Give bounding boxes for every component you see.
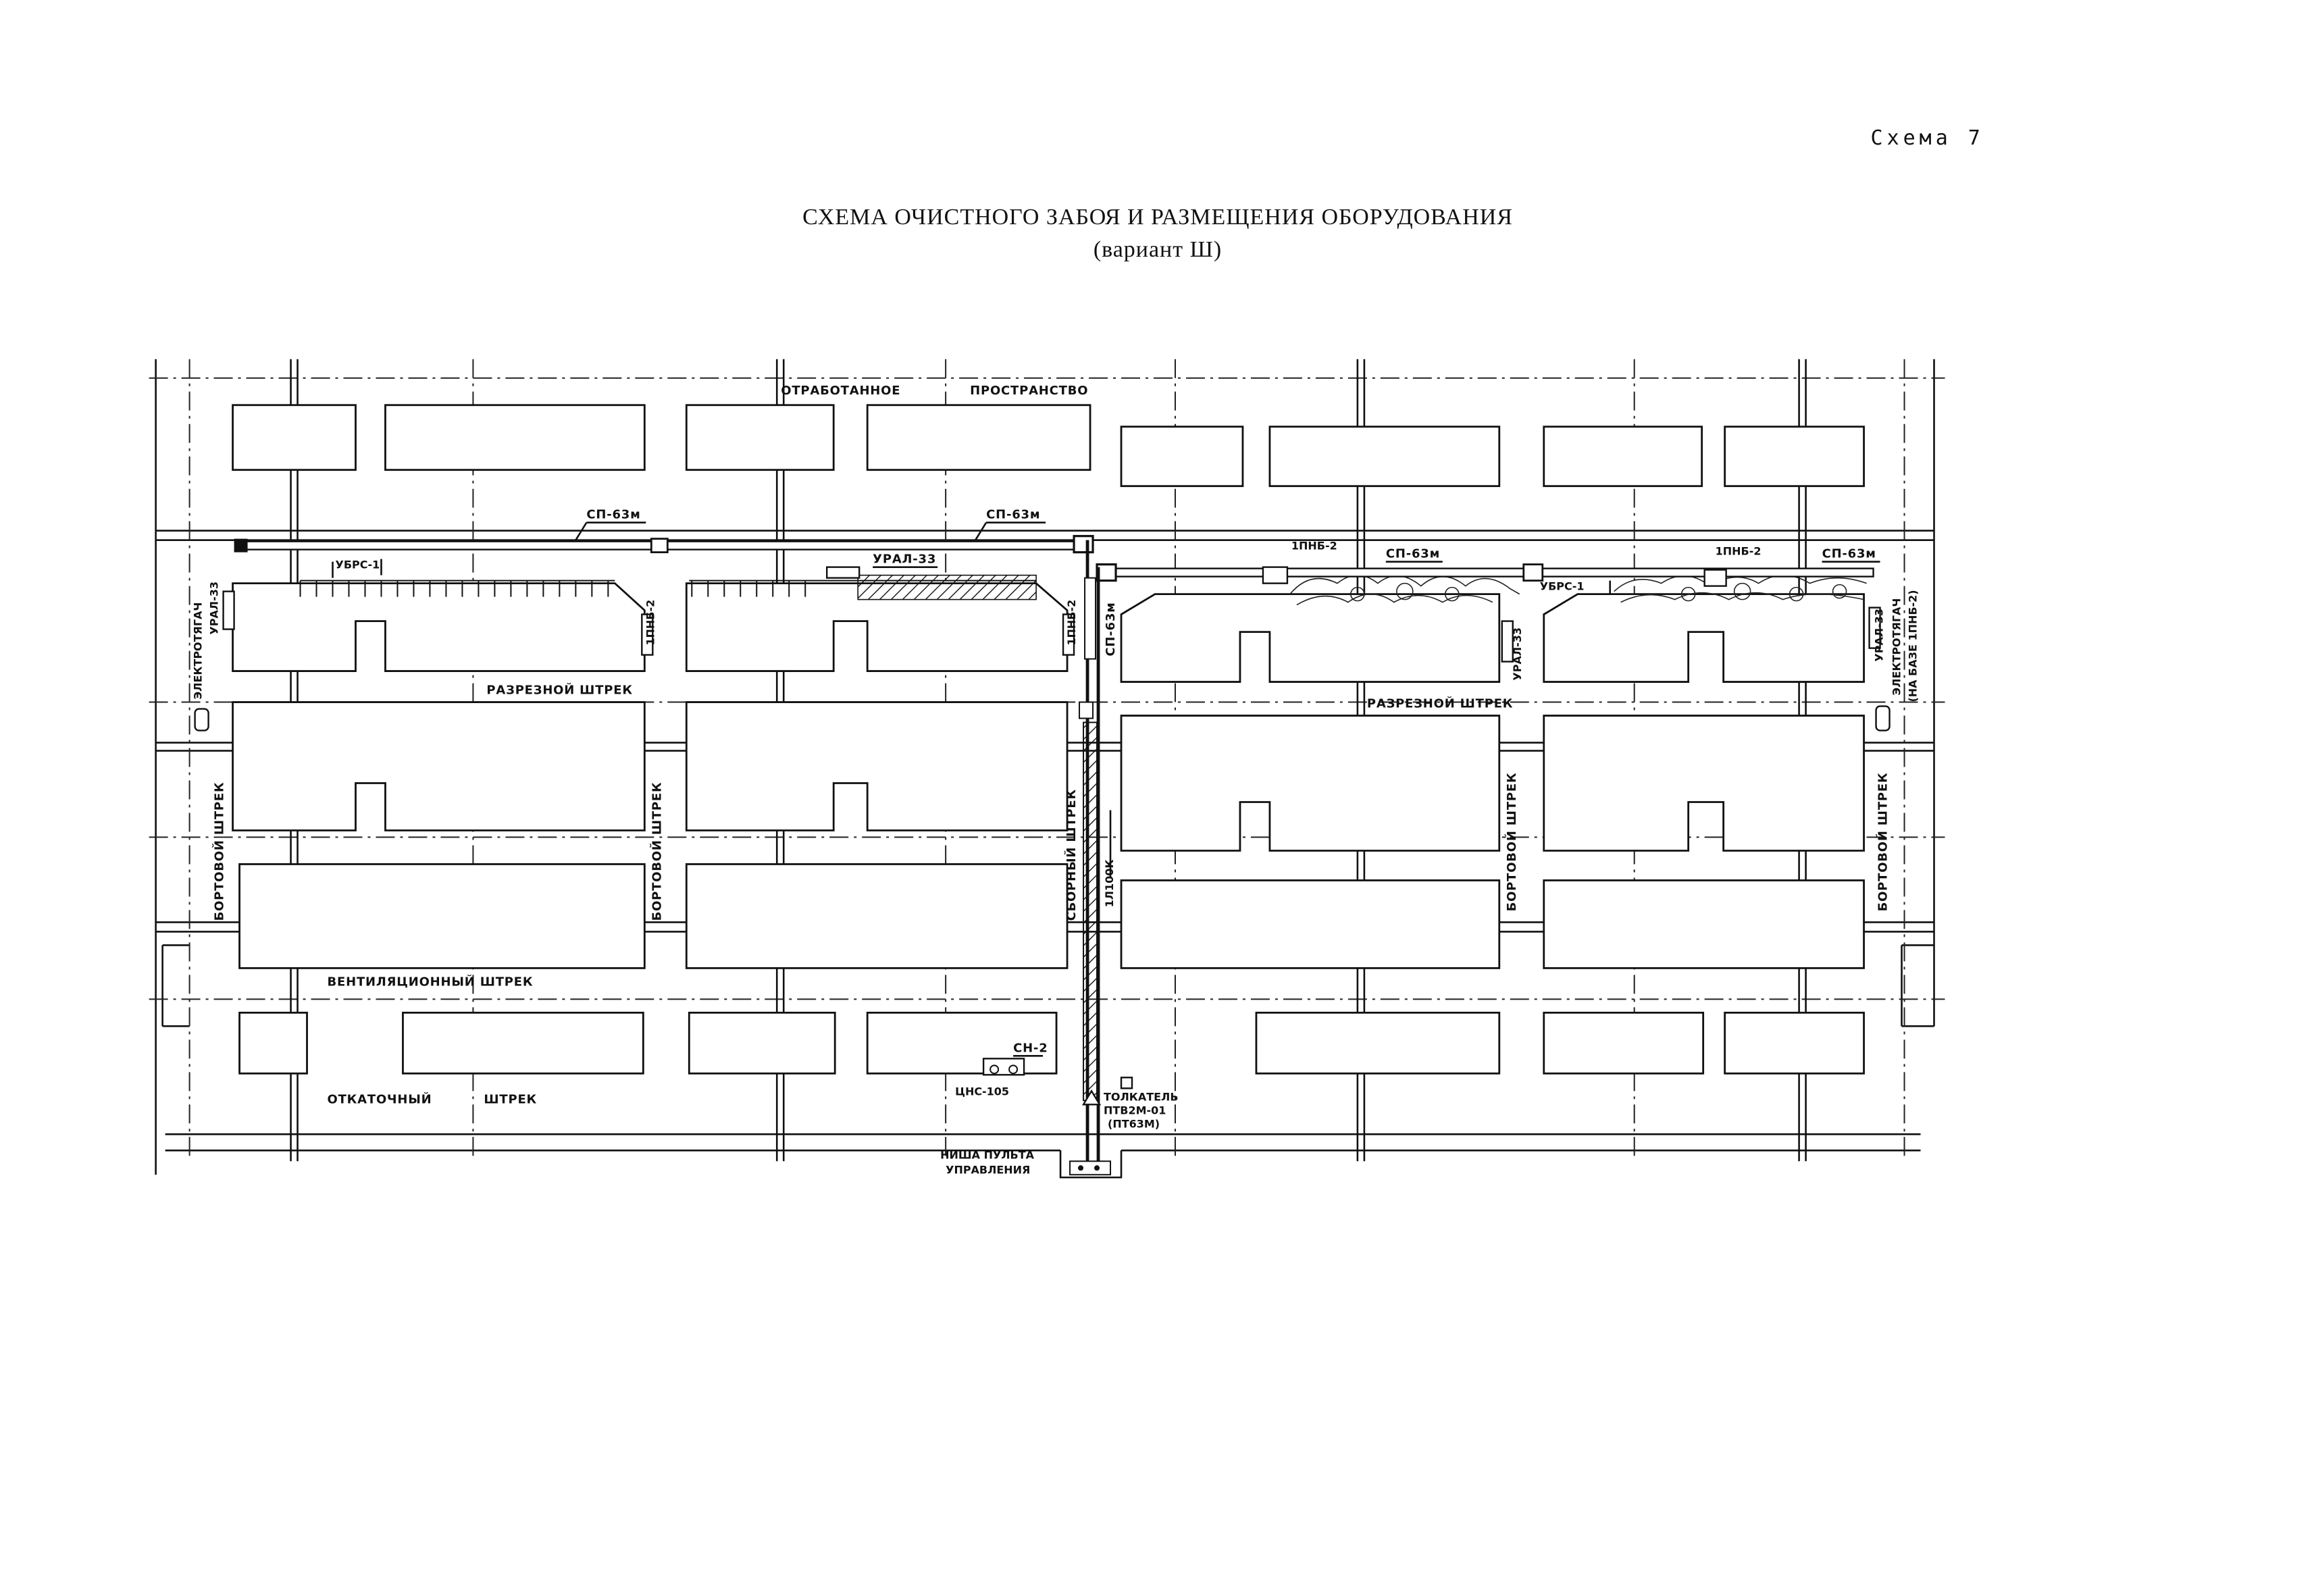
- pusher-label-3: (ПТ63М): [1108, 1117, 1160, 1130]
- pillars-lower-row: [238, 863, 1865, 969]
- gob-label-2: ПРОСТРАНСТВО: [970, 384, 1088, 398]
- side-drift-label-4: БОРТОВОЙ ШТРЕК: [1876, 773, 1891, 912]
- conveyor-label-sp63-vertical: СП-63м: [1104, 602, 1118, 656]
- belt-conveyor-label: 1Л100К: [1103, 860, 1116, 908]
- coal-face-middle: [689, 574, 1037, 600]
- conveyor-label-sp63-4: СП-63м: [1822, 547, 1876, 561]
- tractor-label-right-2: (НА БАЗЕ 1ПНБ-2): [1907, 590, 1920, 702]
- support-label-1pnb-4: 1ПНБ-2: [1065, 600, 1078, 646]
- loader-label-ural-3: УРАЛ-33: [1511, 627, 1524, 681]
- pillars-bottom-row: [238, 1011, 1865, 1075]
- sn2-label: СН-2: [1013, 1041, 1048, 1055]
- loader-label-ural-4: УРАЛ-33: [1873, 609, 1886, 662]
- loader-label-ural-2: УРАЛ-33: [208, 582, 221, 635]
- sheet-number-label: Схема 7: [1871, 126, 1984, 150]
- drill-label-ubrs-1: УБРС-1: [336, 559, 380, 571]
- collecting-drift-label: СБОРНЫЙ ШТРЕК: [1064, 789, 1079, 921]
- pillars-middle-row: [232, 701, 1865, 852]
- cut-drift-label-right: РАЗРЕЗНОЙ ШТРЕК: [1367, 696, 1513, 711]
- plan-frame: [155, 359, 1935, 1175]
- diagram-title: СХЕМА ОЧИСТНОГО ЗАБОЯ И РАЗМЕЩЕНИЯ ОБОРУ…: [802, 205, 1513, 230]
- niche-label-2: УПРАВЛЕНИЯ: [946, 1163, 1030, 1176]
- pump-label: ЦНС-105: [955, 1085, 1009, 1098]
- cut-drift-label-left: РАЗРЕЗНОЙ ШТРЕК: [486, 683, 632, 698]
- side-drift-label-3: БОРТОВОЙ ШТРЕК: [1504, 773, 1519, 912]
- diagram-subtitle: (вариант Ш): [1094, 237, 1222, 262]
- haulage-drift-label-2: ШТРЕК: [484, 1092, 537, 1106]
- pusher-label-1: ТОЛКАТЕЛЬ: [1104, 1090, 1179, 1103]
- side-drift-label-1: БОРТОВОЙ ШТРЕК: [212, 782, 227, 921]
- drill-label-ubrs-2: УБРС-1: [1540, 580, 1585, 593]
- tractor-label-right-1: ЭЛЕКТРОТЯГАЧ: [1891, 598, 1903, 696]
- support-label-1pnb-3: 1ПНБ-2: [644, 600, 657, 646]
- coal-face-left: [299, 580, 615, 597]
- support-label-1pnb-1: 1ПНБ-2: [1291, 540, 1337, 552]
- vent-drift-label: ВЕНТИЛЯЦИОННЫЙ ШТРЕК: [328, 974, 534, 989]
- pusher-label-2: ПТВ2М-01: [1104, 1104, 1166, 1116]
- machine-symbols: [194, 559, 1891, 1106]
- niche-label-1: НИША ПУЛЬТА: [940, 1148, 1035, 1161]
- face-conveyor-left: [234, 535, 1094, 554]
- side-drift-label-2: БОРТОВОЙ ШТРЕК: [649, 782, 664, 921]
- conveyor-label-sp63-3: СП-63м: [1386, 547, 1440, 561]
- haulage-drift-label-1: ОТКАТОЧНЫЙ: [328, 1091, 432, 1106]
- conveyor-label-sp63-1: СП-63м: [586, 508, 640, 522]
- support-label-1pnb-2: 1ПНБ-2: [1716, 545, 1762, 558]
- control-niche: [1059, 1150, 1123, 1179]
- loader-label-ural-1: УРАЛ-33: [873, 552, 936, 567]
- gob-label-1: ОТРАБОТАННОЕ: [781, 384, 900, 398]
- conveyor-label-sp63-2: СП-63м: [986, 508, 1040, 522]
- longwall-panels: [232, 582, 1865, 683]
- collecting-drift-conveyor: [1079, 540, 1112, 1175]
- pillars-upper-row: [232, 404, 1865, 488]
- tractor-label-left: ЭЛЕКТРОТЯГАЧ: [192, 602, 205, 700]
